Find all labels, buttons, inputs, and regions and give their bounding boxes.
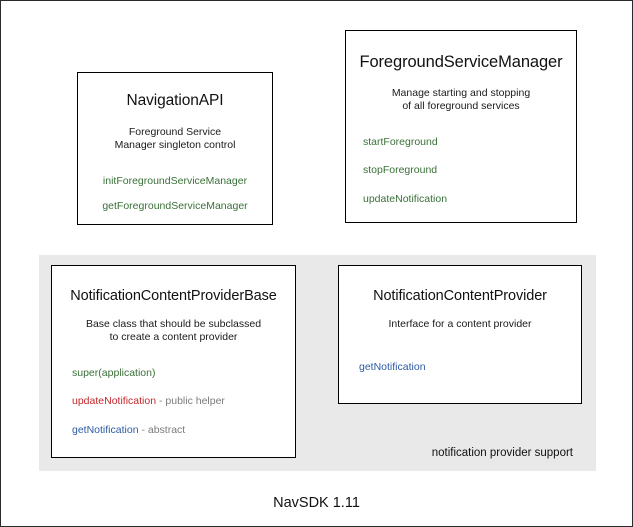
member-name: getForegroundServiceManager bbox=[102, 200, 248, 213]
member-name: updateNotification bbox=[72, 395, 157, 408]
member-name: stopForeground bbox=[363, 164, 438, 177]
class-description-line: Base class that should be subclassed bbox=[85, 318, 262, 330]
class-title: ForegroundServiceManager bbox=[359, 53, 563, 71]
group-panel-label: notification provider support bbox=[431, 447, 573, 459]
class-description: Foreground Service Manager singleton con… bbox=[78, 126, 272, 153]
class-title: NotificationContentProvider bbox=[373, 288, 547, 304]
class-description: Base class that should be subclassed to … bbox=[52, 318, 295, 345]
class-box-notification-content-provider[interactable]: NotificationContentProvider Interface fo… bbox=[338, 265, 582, 404]
member-item[interactable]: updateNotification bbox=[363, 193, 576, 206]
member-note: - abstract bbox=[138, 424, 186, 437]
member-name: getNotification bbox=[359, 361, 426, 374]
member-item[interactable]: getForegroundServiceManager bbox=[78, 200, 272, 213]
member-list: initForegroundServiceManager getForegrou… bbox=[78, 175, 272, 213]
member-name: startForeground bbox=[363, 135, 438, 148]
class-description: Interface for a content provider bbox=[339, 318, 581, 331]
member-list: super(application) updateNotification - … bbox=[52, 367, 295, 437]
member-name: initForegroundServiceManager bbox=[102, 174, 248, 187]
class-description-line: Manage starting and stopping bbox=[391, 87, 531, 99]
diagram-caption: NavSDK 1.11 bbox=[273, 495, 360, 511]
member-item[interactable]: getNotification bbox=[359, 361, 581, 374]
member-list: startForeground stopForeground updateNot… bbox=[346, 136, 576, 206]
class-box-navigation-api[interactable]: NavigationAPI Foreground Service Manager… bbox=[77, 72, 273, 225]
member-note: - public helper bbox=[156, 395, 225, 408]
member-item[interactable]: getNotification - abstract bbox=[72, 424, 295, 437]
class-description: Manage starting and stopping of all fore… bbox=[346, 87, 576, 114]
member-item[interactable]: super(application) bbox=[72, 367, 295, 380]
member-item[interactable]: stopForeground bbox=[363, 164, 576, 177]
member-name: getNotification bbox=[72, 424, 139, 437]
member-name: super(application) bbox=[72, 366, 156, 379]
class-description-line: of all foreground services bbox=[402, 100, 520, 113]
class-description-line: to create a content provider bbox=[109, 331, 238, 344]
member-item[interactable]: updateNotification - public helper bbox=[72, 395, 295, 408]
member-list: getNotification bbox=[339, 361, 581, 374]
class-title: NavigationAPI bbox=[126, 92, 224, 109]
class-description-line: Manager singleton control bbox=[114, 139, 236, 152]
class-description-line: Foreground Service bbox=[128, 126, 222, 138]
member-item[interactable]: initForegroundServiceManager bbox=[78, 175, 272, 188]
class-title: NotificationContentProviderBase bbox=[70, 288, 277, 304]
member-name: updateNotification bbox=[363, 193, 448, 206]
class-description-line: Interface for a content provider bbox=[388, 318, 532, 330]
class-box-notification-content-provider-base[interactable]: NotificationContentProviderBase Base cla… bbox=[51, 265, 296, 458]
member-item[interactable]: startForeground bbox=[363, 136, 576, 149]
class-box-foreground-service-manager[interactable]: ForegroundServiceManager Manage starting… bbox=[345, 30, 577, 223]
